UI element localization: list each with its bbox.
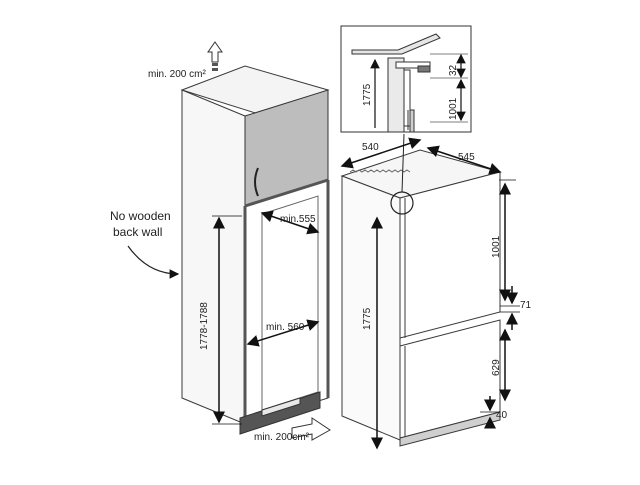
fridge-section-label: 1001 <box>491 235 502 258</box>
back-wall-pointer <box>127 245 180 279</box>
vent-up-arrow-icon <box>207 41 223 71</box>
back-wall-note-line1: No wooden <box>110 209 171 223</box>
detail-section-label: 1001 <box>448 97 459 120</box>
appliance-width-dimension <box>340 137 422 169</box>
niche-width-top-dimension <box>260 210 320 235</box>
appliance-depth-dimension <box>426 145 502 175</box>
cabinet-drawing <box>180 65 330 435</box>
niche-width-bottom-label: min. 560 <box>266 322 305 333</box>
vent-top-label: min. 200 cm² <box>148 69 206 80</box>
appliance-drawing <box>340 149 502 447</box>
base-dimension <box>480 396 500 429</box>
detail-inset <box>340 25 472 133</box>
niche-width-bottom-dimension <box>246 319 320 347</box>
appliance-depth-label: 545 <box>458 152 475 163</box>
vent-bottom-arrow-icon <box>291 417 331 441</box>
gap-dimension <box>500 286 520 330</box>
freezer-section-label: 629 <box>491 359 502 376</box>
gap-label: 71 <box>520 300 532 311</box>
niche-height-dimension <box>212 215 242 425</box>
vent-bottom-label: min. 200cm² <box>254 432 310 443</box>
fridge-section-dimension <box>499 179 516 302</box>
detail-top-label: 32 <box>448 64 459 76</box>
cupboard-handle-icon <box>254 167 259 197</box>
back-wall-note-line2: back wall <box>113 225 162 239</box>
appliance-width-label: 540 <box>362 142 379 153</box>
base-label: 40 <box>496 410 508 421</box>
detail-height-label: 1775 <box>362 83 373 106</box>
niche-height-label: 1778-1788 <box>199 302 210 350</box>
appliance-height-label: 1775 <box>362 307 373 330</box>
niche-width-top-label: min.555 <box>280 214 316 225</box>
